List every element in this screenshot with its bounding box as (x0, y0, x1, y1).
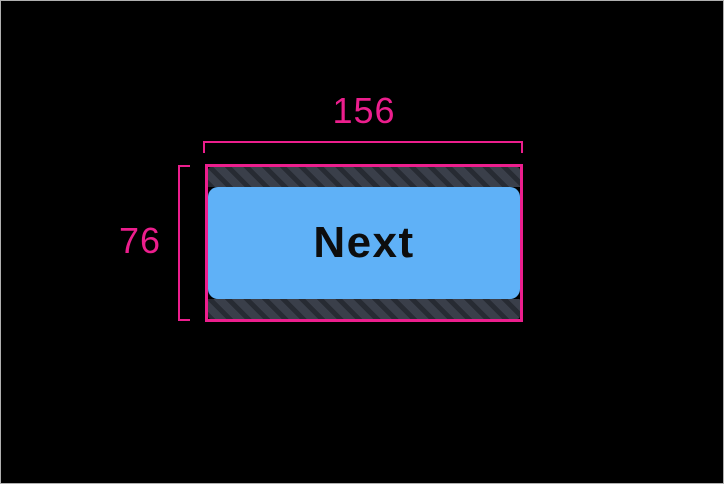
padding-hatch-bottom (208, 299, 520, 319)
next-button[interactable]: Next (208, 187, 520, 299)
width-dimension-label: 156 (332, 90, 396, 131)
selected-widget-bounds: Next (205, 164, 523, 322)
padding-hatch-top (208, 167, 520, 187)
height-measurement-bracket (178, 165, 190, 321)
next-button-label: Next (313, 218, 415, 267)
width-measurement-bracket (203, 141, 523, 153)
height-dimension-label: 76 (118, 220, 161, 261)
